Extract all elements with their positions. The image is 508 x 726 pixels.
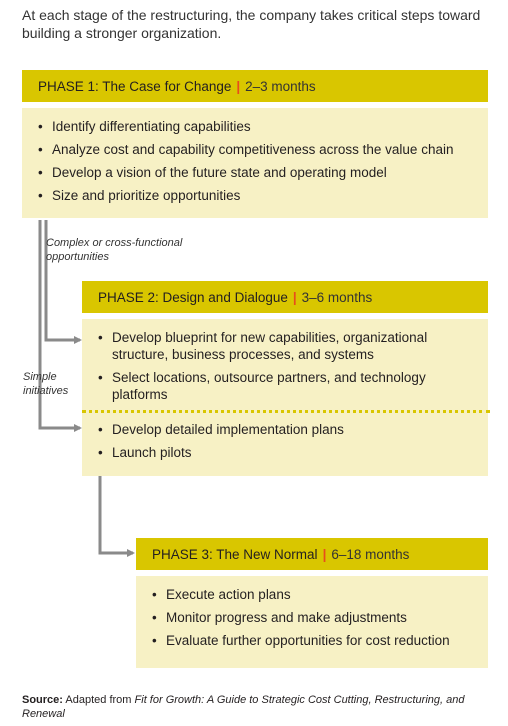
source-label: Source:	[22, 694, 63, 706]
phase-1-separator: |	[236, 78, 241, 94]
intro-text: At each stage of the restructuring, the …	[22, 7, 481, 41]
phase-3-header: PHASE 3: The New Normal | 6–18 months	[136, 538, 488, 570]
list-item: Develop detailed implementation plans	[98, 421, 458, 438]
list-item: Analyze cost and capability competitiven…	[38, 141, 476, 158]
list-item: Develop blueprint for new capabilities, …	[98, 329, 458, 363]
complex-path-label: Complex or cross-functional opportunitie…	[46, 237, 183, 263]
list-item: Evaluate further opportunities for cost …	[152, 632, 476, 649]
phase-2-header: PHASE 2: Design and Dialogue | 3–6 month…	[82, 281, 488, 313]
list-item: Develop a vision of the future state and…	[38, 164, 476, 181]
source-title: Fit for Growth: A Guide to Strategic Cos…	[22, 694, 465, 720]
phase-1-title: PHASE 1: The Case for Change	[38, 78, 232, 94]
phase-3-body: Execute action plans Monitor progress an…	[136, 576, 488, 668]
complex-path-connector	[44, 220, 82, 344]
list-item: Monitor progress and make adjustments	[152, 609, 476, 626]
list-item: Execute action plans	[152, 586, 476, 603]
phase-3-duration: 6–18 months	[331, 546, 410, 562]
phase-3-title: PHASE 3: The New Normal	[152, 546, 318, 562]
phase-1-bullet-list: Identify differentiating capabilities An…	[38, 118, 476, 204]
list-item: Identify differentiating capabilities	[38, 118, 476, 135]
phase-2-divider	[82, 410, 490, 413]
phase-2-bullet-list-top: Develop blueprint for new capabilities, …	[98, 329, 458, 409]
phase-2-body: Develop blueprint for new capabilities, …	[82, 319, 488, 476]
phase-3-separator: |	[322, 546, 327, 562]
source-text: Adapted from	[65, 694, 132, 706]
simple-path-label: Simple initiatives	[23, 371, 69, 397]
list-item: Launch pilots	[98, 444, 458, 461]
list-item: Size and prioritize opportunities	[38, 187, 476, 204]
phase-2-duration: 3–6 months	[301, 289, 373, 305]
phase-2-title: PHASE 2: Design and Dialogue	[98, 289, 288, 305]
phase-1-duration: 2–3 months	[245, 78, 316, 94]
source-note: Source: Adapted from Fit for Growth: A G…	[22, 693, 492, 721]
phase-1-header: PHASE 1: The Case for Change | 2–3 month…	[22, 70, 488, 102]
phase2-to-phase3-connector	[98, 476, 135, 557]
list-item: Select locations, outsource partners, an…	[98, 369, 458, 403]
phase-2-bullet-list-bottom: Develop detailed implementation plans La…	[98, 421, 458, 467]
phase-2-separator: |	[292, 289, 297, 305]
phase-1-body: Identify differentiating capabilities An…	[22, 108, 488, 218]
simple-path-connector	[38, 220, 82, 432]
phase-3-bullet-list: Execute action plans Monitor progress an…	[152, 586, 476, 649]
